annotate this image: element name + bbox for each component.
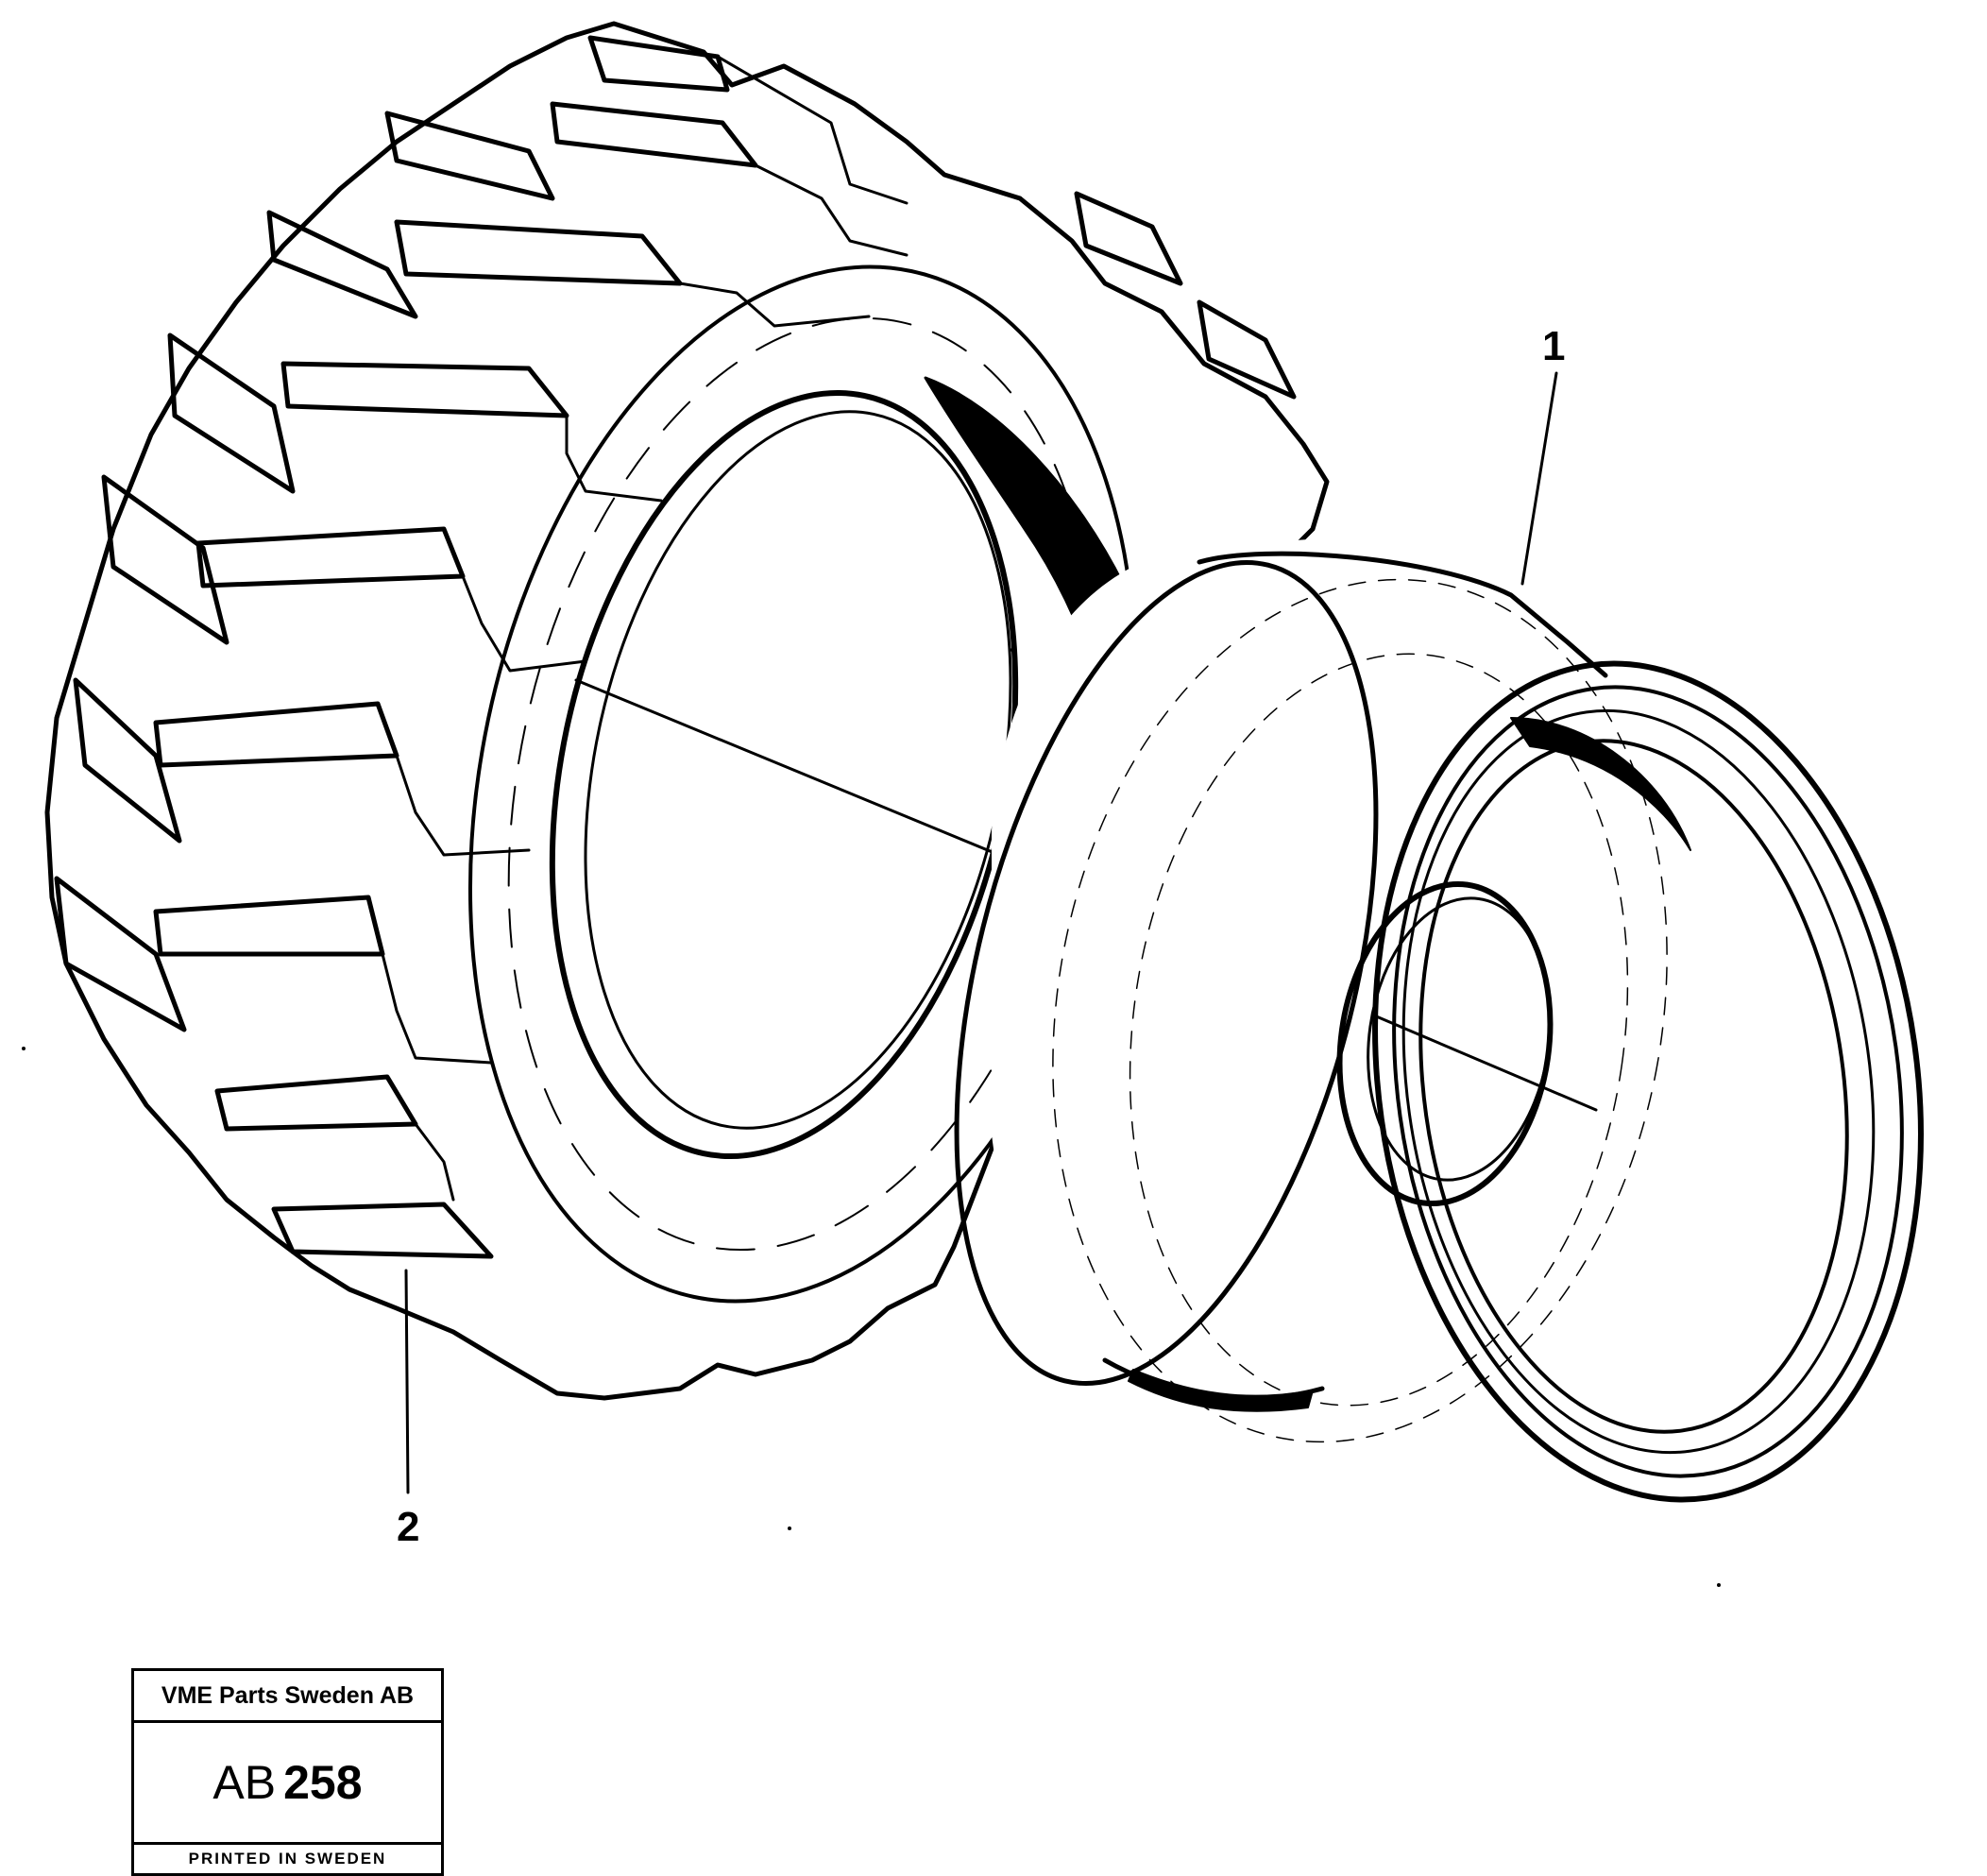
rim-well-shadow — [1510, 717, 1691, 851]
rim-back-flange — [954, 560, 1379, 1386]
stamp-code-number: 258 — [283, 1756, 363, 1809]
stamp-company-name: VME Parts Sweden AB — [134, 1671, 441, 1723]
speck — [788, 1526, 791, 1530]
rim-disc-contour — [1129, 653, 1629, 1407]
rim-barrel-bottom-shadow — [1128, 1369, 1314, 1412]
tread-line — [461, 574, 587, 673]
rim-disc-contour — [1052, 578, 1668, 1443]
tyre-bead-inner — [584, 410, 1012, 1130]
tread-line — [754, 163, 909, 257]
rim-backing — [992, 538, 1761, 1351]
rim — [954, 371, 1924, 1503]
rim-axis-line — [1372, 1014, 1598, 1112]
rim-front-flange-outer — [1372, 660, 1924, 1503]
tread-line — [414, 1122, 455, 1202]
lug — [73, 677, 182, 844]
lug — [195, 526, 466, 588]
lug — [266, 210, 418, 319]
tyre-outline — [44, 21, 1330, 1401]
tread-line — [716, 55, 909, 205]
parts-stamp: VME Parts Sweden AB AB 258 PRINTED IN SW… — [131, 1668, 444, 1876]
rim-disc-contours — [1052, 578, 1668, 1443]
stamp-code-prefix: AB — [212, 1756, 277, 1809]
tread-line — [381, 952, 493, 1065]
lug — [1197, 299, 1297, 400]
rim-centre-hole-inner — [1367, 896, 1552, 1182]
lug — [153, 895, 385, 957]
tyre — [44, 21, 1330, 1494]
lug — [214, 1074, 418, 1132]
print-specks — [22, 648, 1721, 1587]
lug — [280, 361, 569, 418]
lug — [394, 219, 683, 286]
lug — [271, 1202, 494, 1259]
lug — [587, 35, 730, 93]
lug — [550, 101, 758, 168]
lug — [54, 876, 187, 1032]
lug — [1074, 191, 1183, 286]
tread-line — [678, 281, 871, 328]
assembly-axis-line — [574, 678, 1012, 861]
tread-line — [565, 414, 663, 503]
speck — [1717, 1583, 1721, 1587]
speck — [1010, 648, 1014, 652]
lug — [167, 333, 296, 494]
stamp-footer: PRINTED IN SWEDEN — [134, 1842, 441, 1873]
rim-barrel-top — [1197, 551, 1608, 678]
tyre-leader-line — [404, 1269, 410, 1494]
tread-details — [381, 55, 909, 1202]
rim-leader-line — [1520, 371, 1558, 586]
lug — [384, 111, 555, 201]
lug — [153, 701, 399, 768]
speck — [22, 1047, 25, 1050]
callout-rim-number: 1 — [1542, 323, 1566, 369]
callout-tyre-number: 2 — [397, 1504, 420, 1550]
tread-line — [395, 754, 531, 857]
lug — [101, 474, 229, 645]
stamp-code: AB 258 — [134, 1723, 441, 1842]
rim-front-flange-ring-2 — [1392, 685, 1904, 1478]
rim-front-flange-ring-3 — [1401, 708, 1876, 1455]
